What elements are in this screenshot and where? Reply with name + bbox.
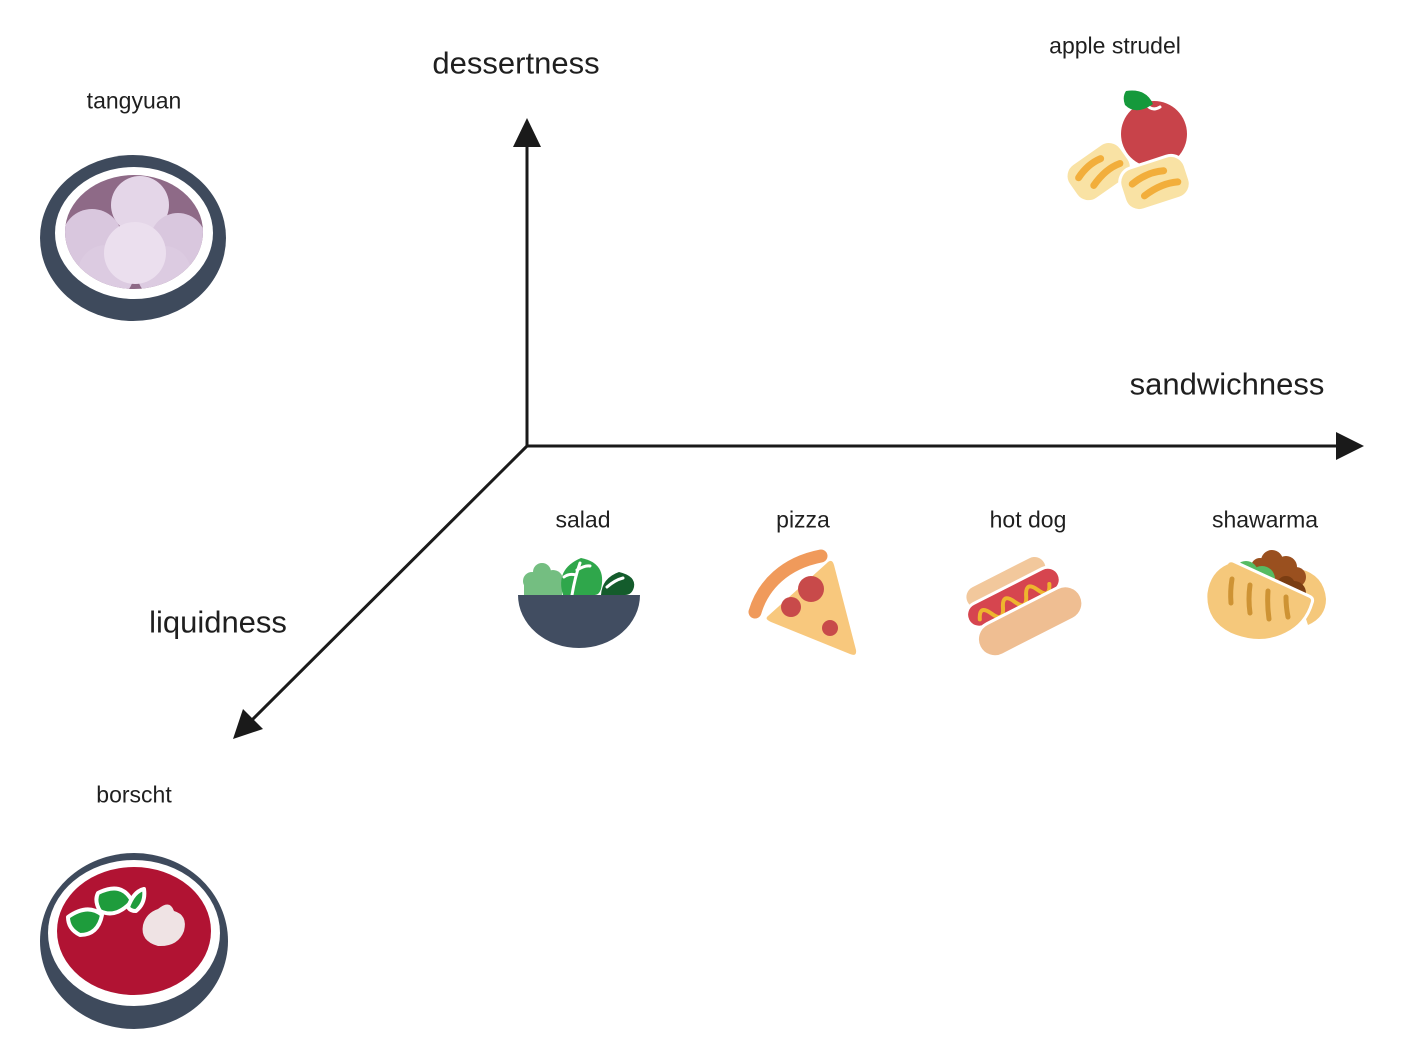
salad-bowl-icon (518, 558, 640, 648)
pizza-crust (748, 549, 828, 619)
hot-dog-icon (965, 557, 1085, 659)
food-label-tangyuan: tangyuan (86, 87, 182, 114)
greens-light (523, 563, 563, 595)
mustard (977, 581, 1052, 622)
herb-garnish (66, 886, 147, 937)
strudel-roll-right (1118, 153, 1192, 213)
food-label-hot-dog: hot dog (989, 506, 1067, 533)
apple-strudel-icon (1064, 90, 1192, 213)
arrow-right-icon (1336, 432, 1364, 460)
apple-leaf (1123, 90, 1153, 111)
axis-label-dessertness: dessertness (432, 45, 600, 81)
food-label-pizza: pizza (776, 506, 830, 533)
arrow-down-left-icon (233, 709, 263, 739)
bun-back (966, 557, 1046, 609)
salad-bowl (518, 595, 640, 648)
axis-liquidness-line (248, 444, 529, 724)
borscht-bowl-icon (40, 853, 228, 1029)
shawarma-pita-icon (1204, 550, 1326, 642)
axis-label-sandwichness: sandwichness (1129, 366, 1325, 402)
leaf-mid (561, 558, 603, 595)
leaf-dark (601, 572, 635, 595)
bun-front (975, 584, 1085, 659)
dumpling-balls (65, 176, 203, 289)
axis-lines (248, 146, 1339, 724)
pepperoni (781, 576, 838, 636)
axis-arrowheads (233, 118, 1364, 739)
pita-stripes (1228, 576, 1291, 622)
tangyuan-bowl-icon (40, 155, 226, 321)
food-label-apple-strudel: apple strudel (1049, 32, 1181, 59)
axis-label-liquidness: liquidness (149, 604, 287, 640)
arrow-up-icon (513, 118, 541, 147)
apple (1121, 101, 1187, 167)
strudel-roll-left (1064, 140, 1133, 204)
pizza-slice-icon (748, 549, 857, 655)
food-label-salad: salad (555, 506, 611, 533)
sour-cream (142, 904, 185, 947)
leaf-veins (562, 561, 592, 597)
food-label-borscht: borscht (96, 781, 172, 808)
food-label-shawarma: shawarma (1211, 506, 1319, 533)
